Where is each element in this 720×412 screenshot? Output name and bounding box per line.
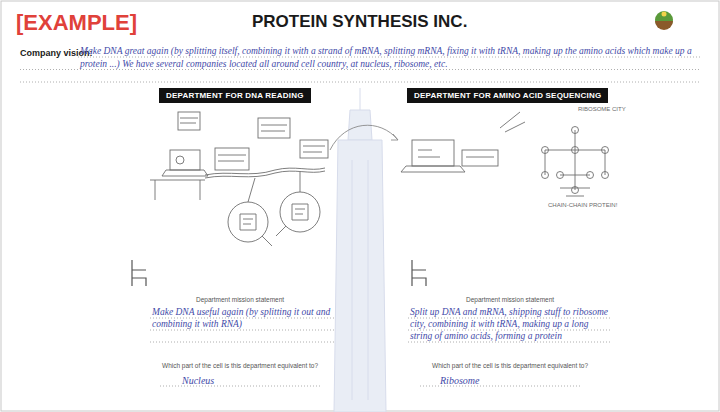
cell-part-answer: Nucleus bbox=[182, 375, 214, 387]
sketch-label: CHAIN-CHAIN PROTEIN! bbox=[548, 202, 617, 209]
prompt-label: Department mission statement bbox=[196, 296, 284, 304]
writing-lines bbox=[20, 57, 700, 386]
department-banner: DEPARTMENT FOR DNA READING bbox=[159, 88, 311, 103]
mission-answer: Split up DNA and mRNA, shipping stuff to… bbox=[410, 306, 608, 342]
company-logo bbox=[655, 11, 673, 30]
amino-acid-sketch bbox=[401, 112, 609, 196]
page-title: PROTEIN SYNTHESIS INC. bbox=[252, 12, 467, 32]
sketch-label: RIBOSOME CITY bbox=[578, 106, 626, 113]
example-tag: [EXAMPLE] bbox=[16, 10, 137, 36]
department-banner: DEPARTMENT FOR AMINO ACID SEQUENCING bbox=[407, 88, 608, 103]
flow-arrowhead-sketch bbox=[391, 134, 398, 140]
mission-answer: Make DNA useful again (by splitting it o… bbox=[152, 306, 334, 330]
banner-text: DEPARTMENT FOR DNA READING bbox=[159, 88, 311, 103]
prompt-label: Department mission statement bbox=[466, 296, 554, 304]
prompt-label: Which part of the cell is this departmen… bbox=[162, 362, 318, 370]
dna-reading-sketch bbox=[150, 112, 328, 246]
flow-arrow-sketch bbox=[330, 125, 398, 150]
skyscraper-background bbox=[334, 88, 386, 412]
banner-text: DEPARTMENT FOR AMINO ACID SEQUENCING bbox=[407, 88, 608, 103]
cell-part-answer: Ribosome bbox=[440, 375, 479, 387]
vision-answer: Make DNA great again (by splitting itsel… bbox=[80, 45, 700, 70]
chair-icon bbox=[132, 260, 426, 286]
prompt-label: Which part of the cell is this departmen… bbox=[432, 362, 588, 370]
